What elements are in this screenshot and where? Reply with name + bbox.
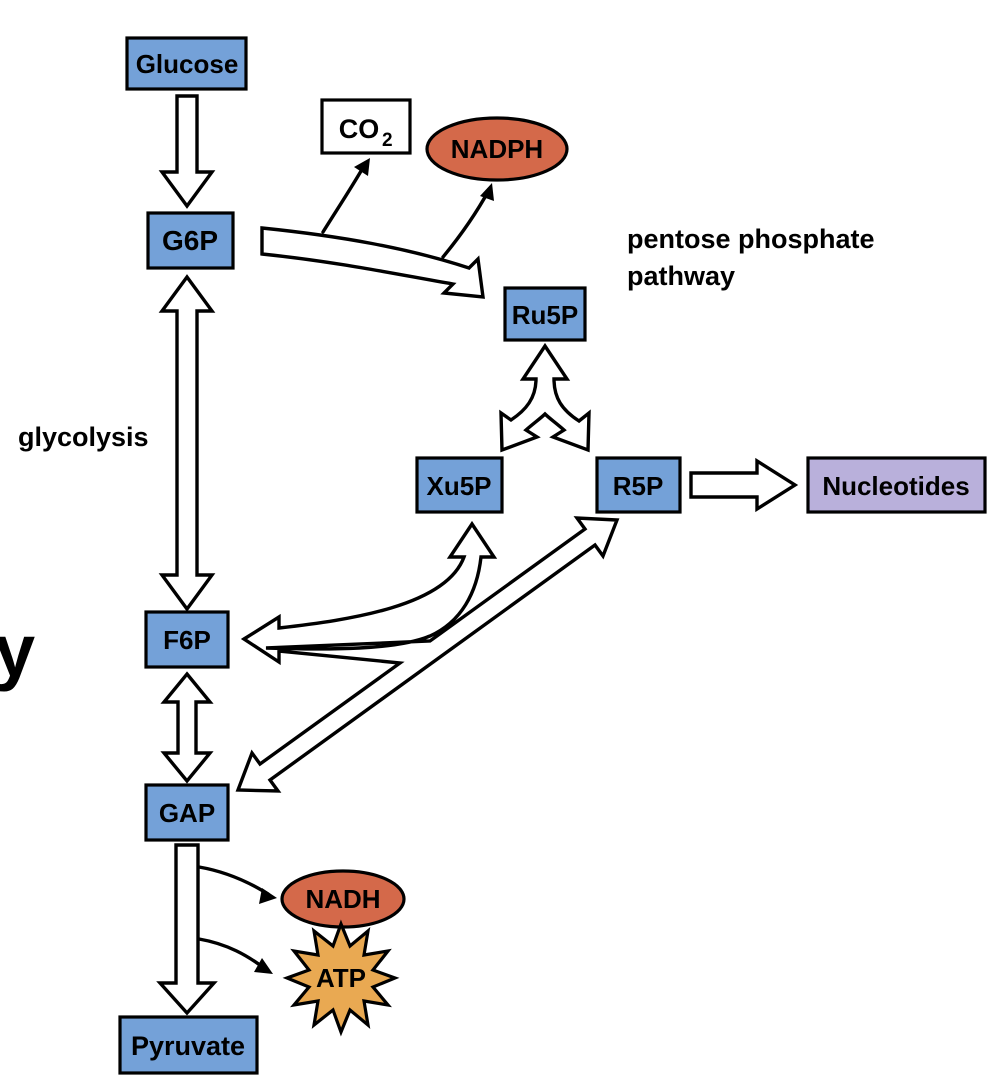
arrow-gap-to-pyruvate: [156, 843, 218, 1016]
arrow-glucose-to-g6p: [158, 94, 216, 209]
nadph-label: NADPH: [451, 134, 543, 164]
pyruvate-box: [118, 1015, 259, 1075]
f6p-label: F6P: [163, 625, 211, 655]
pentose-pathway-label-line2: pathway: [627, 261, 735, 291]
gap-label: GAP: [159, 798, 215, 828]
xu5p-label: Xu5P: [426, 471, 491, 501]
arrow-ru5p-split: [499, 342, 591, 453]
r5p-box: [595, 456, 682, 514]
cropped-letter-y: y: [0, 609, 35, 692]
co2-label: CO: [339, 114, 380, 144]
ru5p-label: Ru5P: [512, 300, 578, 330]
arrow-to-atp: [197, 937, 266, 970]
nucleotides-label: Nucleotides: [822, 471, 969, 501]
glucose-box: [125, 36, 248, 91]
nadph-ellipse: [425, 116, 569, 182]
glycolysis-label: glycolysis: [18, 422, 149, 452]
arrow-to-nadph: [441, 188, 491, 259]
arrow-r5p-to-nucleotides: [689, 457, 799, 513]
arrow-to-nadph-head: [480, 183, 494, 201]
arrow-g6p-f6p-double: [158, 274, 216, 612]
glucose-label: Glucose: [136, 49, 239, 79]
g6p-box: [146, 211, 235, 270]
arrow-to-nadh-head: [259, 888, 277, 904]
pentose-pathway-label-line1: pentose phosphate: [627, 224, 875, 254]
nucleotides-box: [806, 456, 987, 514]
arrow-to-co2: [321, 164, 366, 234]
co2-subscript: 2: [382, 130, 393, 151]
arrow-to-co2-head: [354, 158, 370, 176]
r5p-label: R5P: [613, 471, 664, 501]
atp-label: ATP: [316, 963, 366, 993]
arrow-nonoxidative-exchange: [235, 516, 620, 793]
arrow-to-atp-head: [254, 958, 273, 974]
co2-box: [320, 98, 412, 155]
arrow-to-nadh: [197, 865, 270, 896]
pyruvate-label: Pyruvate: [131, 1031, 245, 1061]
nadh-label: NADH: [305, 884, 380, 914]
arrow-f6p-gap-double: [160, 671, 214, 784]
f6p-box: [144, 610, 230, 669]
ru5p-box: [503, 286, 587, 342]
atp-star: [282, 919, 400, 1037]
xu5p-box: [415, 456, 504, 514]
g6p-label: G6P: [162, 225, 218, 256]
gap-box: [144, 783, 230, 842]
arrow-g6p-to-ru5p: [260, 226, 485, 299]
